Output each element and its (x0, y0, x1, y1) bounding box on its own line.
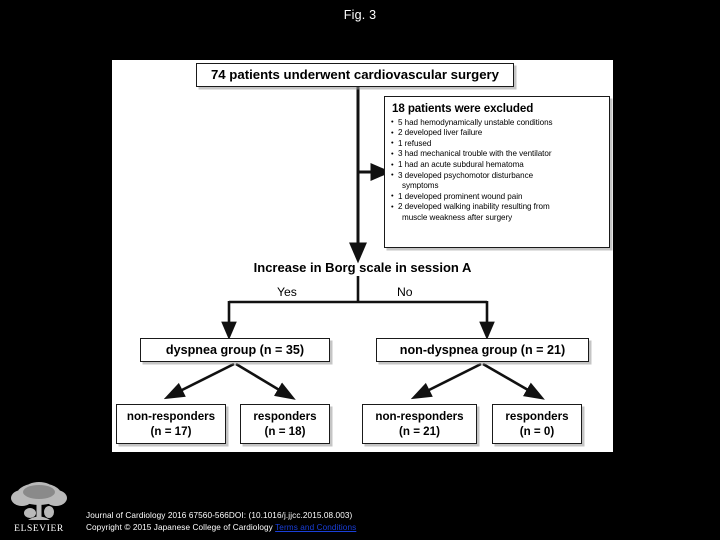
excluded-reason-item: 5 had hemodynamically unstable condition… (391, 117, 604, 129)
excluded-reason-item: 3 had mechanical trouble with the ventil… (391, 149, 604, 160)
footer-citation: Journal of Cardiology 2016 67560-566DOI:… (86, 511, 353, 520)
elsevier-wordmark: ELSEVIER (14, 524, 64, 534)
leaf-line-1: responders (505, 409, 569, 423)
decision-label: Increase in Borg scale in session A (253, 260, 472, 275)
leaf-line-1: responders (253, 409, 317, 423)
box-non-dyspnea-responders: responders (n = 0) (492, 404, 582, 444)
excluded-reason-item: 1 developed prominent wound pain (391, 191, 604, 203)
terms-and-conditions-link[interactable]: Terms and Conditions (275, 523, 357, 532)
branch-label-no: No (397, 285, 413, 299)
excluded-reason-item: 1 refused (391, 138, 604, 150)
leaf-line-2: (n = 0) (519, 424, 555, 438)
box-non-dyspnea-non-responders: non-responders (n = 21) (362, 404, 477, 444)
excluded-reason-item: 2 developed liver failure (391, 128, 604, 139)
dyspnea-responder-arrow (235, 362, 296, 400)
excluded-reasons-list: 5 had hemodynamically unstable condition… (391, 117, 604, 224)
excluded-reason-item: 3 developed psychomotor disturbance (391, 170, 604, 182)
box-dyspnea-non-responders: non-responders (n = 17) (116, 404, 226, 444)
dyspnea-nonresponder-arrow (163, 362, 235, 400)
leaf-line-1: non-responders (126, 409, 216, 423)
elsevier-tree-icon (11, 482, 67, 520)
box-dyspnea-responders: responders (n = 18) (240, 404, 330, 444)
box-dyspnea-group: dyspnea group (n = 35) (140, 338, 330, 362)
leaf-line-2: (n = 18) (264, 424, 306, 438)
excluded-reason-item: 2 developed walking inability resulting … (391, 202, 604, 213)
footer-copyright: Copyright © 2015 Japanese College of Car… (86, 523, 356, 532)
leaf-line-2: (n = 21) (399, 424, 440, 438)
nondyspnea-responder-arrow (482, 362, 545, 400)
footer: Journal of Cardiology 2016 67560-566DOI:… (0, 500, 720, 540)
box-excluded-patients: 18 patients were excluded 5 had hemodyna… (384, 96, 610, 248)
elsevier-logo: ELSEVIER (8, 482, 70, 534)
excluded-reason-item: 1 had an acute subdural hematoma (391, 160, 604, 171)
excluded-reason-item: symptoms (402, 181, 439, 191)
nondyspnea-nonresponder-arrow (410, 362, 482, 400)
leaf-line-2: (n = 17) (150, 424, 192, 438)
excluded-reason-item: muscle weakness after surgery (402, 213, 513, 223)
box-non-dyspnea-group: non-dyspnea group (n = 21) (376, 338, 589, 362)
copyright-text: Copyright © 2015 Japanese College of Car… (86, 523, 276, 532)
box-total-patients: 74 patients underwent cardiovascular sur… (196, 63, 514, 87)
figure-panel: 74 patients underwent cardiovascular sur… (112, 60, 613, 452)
branch-label-yes: Yes (277, 285, 297, 299)
leaf-line-1: non-responders (375, 409, 464, 423)
page-title: Fig. 3 (343, 8, 377, 22)
excluded-heading: 18 patients were excluded (392, 102, 534, 115)
